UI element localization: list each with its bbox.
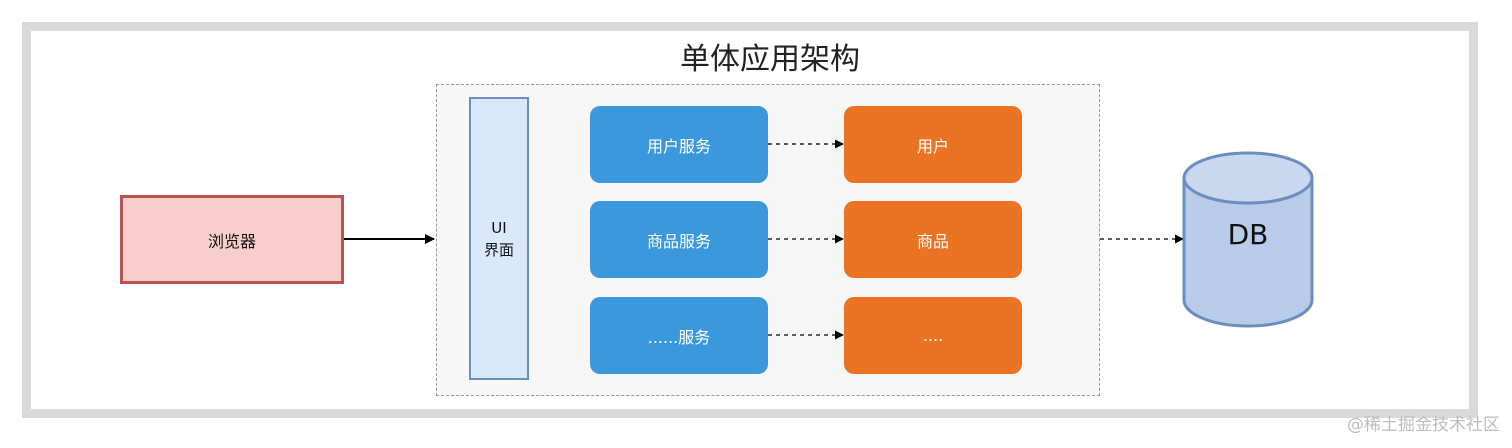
product-entity-node: 商品	[844, 201, 1022, 278]
other-service-node: ......服务	[590, 297, 768, 374]
watermark: @稀土掘金技术社区	[1347, 415, 1500, 435]
database-cylinder-icon	[1182, 151, 1314, 328]
diagram-title: 单体应用架构	[680, 42, 860, 77]
user-entity-node: 用户	[844, 106, 1022, 183]
other-entity-node: ....	[844, 297, 1022, 374]
user-service-node: 用户服务	[590, 106, 768, 183]
ui-layer-node: UI 界面	[469, 97, 529, 380]
ui-label-line2: 界面	[483, 240, 514, 259]
ui-label-line1: UI	[491, 218, 507, 237]
browser-node: 浏览器	[120, 195, 344, 284]
product-service-node: 商品服务	[590, 201, 768, 278]
database-label: DB	[1227, 218, 1269, 251]
